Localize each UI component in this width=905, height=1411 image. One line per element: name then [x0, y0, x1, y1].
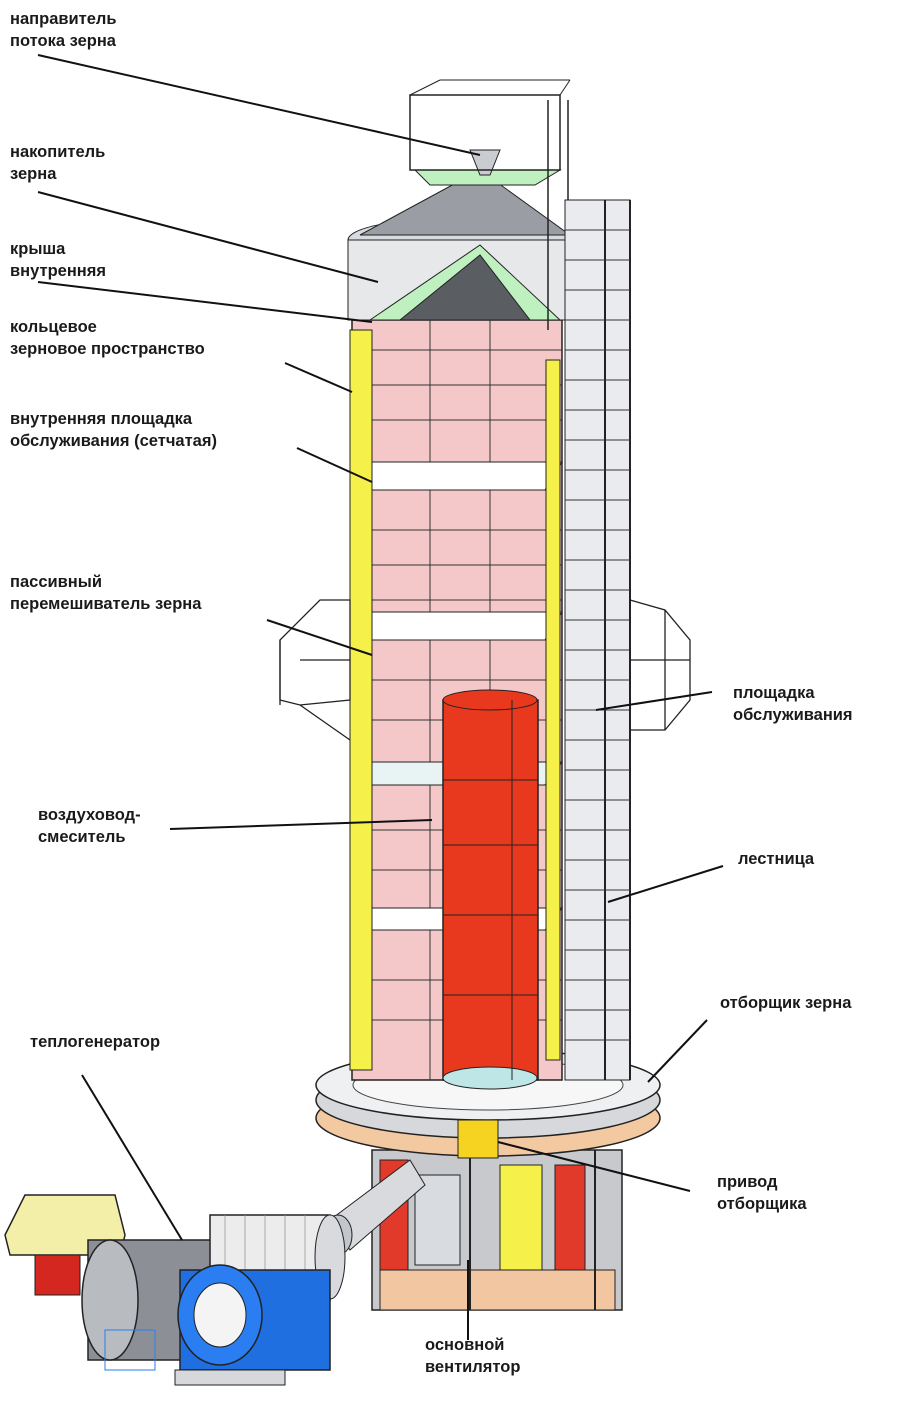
label-air-duct: воздуховод-смеситель [38, 806, 141, 846]
dryer-base [371, 1149, 623, 1311]
ladder-rungs [565, 229, 630, 1041]
leader-lines [37, 54, 724, 1340]
service-platform-railing [279, 599, 691, 741]
dryer-top [347, 79, 572, 321]
label-ladder: лестница [738, 850, 815, 868]
yellow-column-left [349, 329, 373, 1071]
label-heat-generator: теплогенератор [30, 1033, 161, 1051]
heat-generator-assembly [4, 1194, 346, 1386]
label-grain-sampler: отборщик зерна [720, 994, 852, 1012]
yellow-column-right [545, 359, 561, 1061]
air-duct-mixer [442, 689, 539, 1090]
